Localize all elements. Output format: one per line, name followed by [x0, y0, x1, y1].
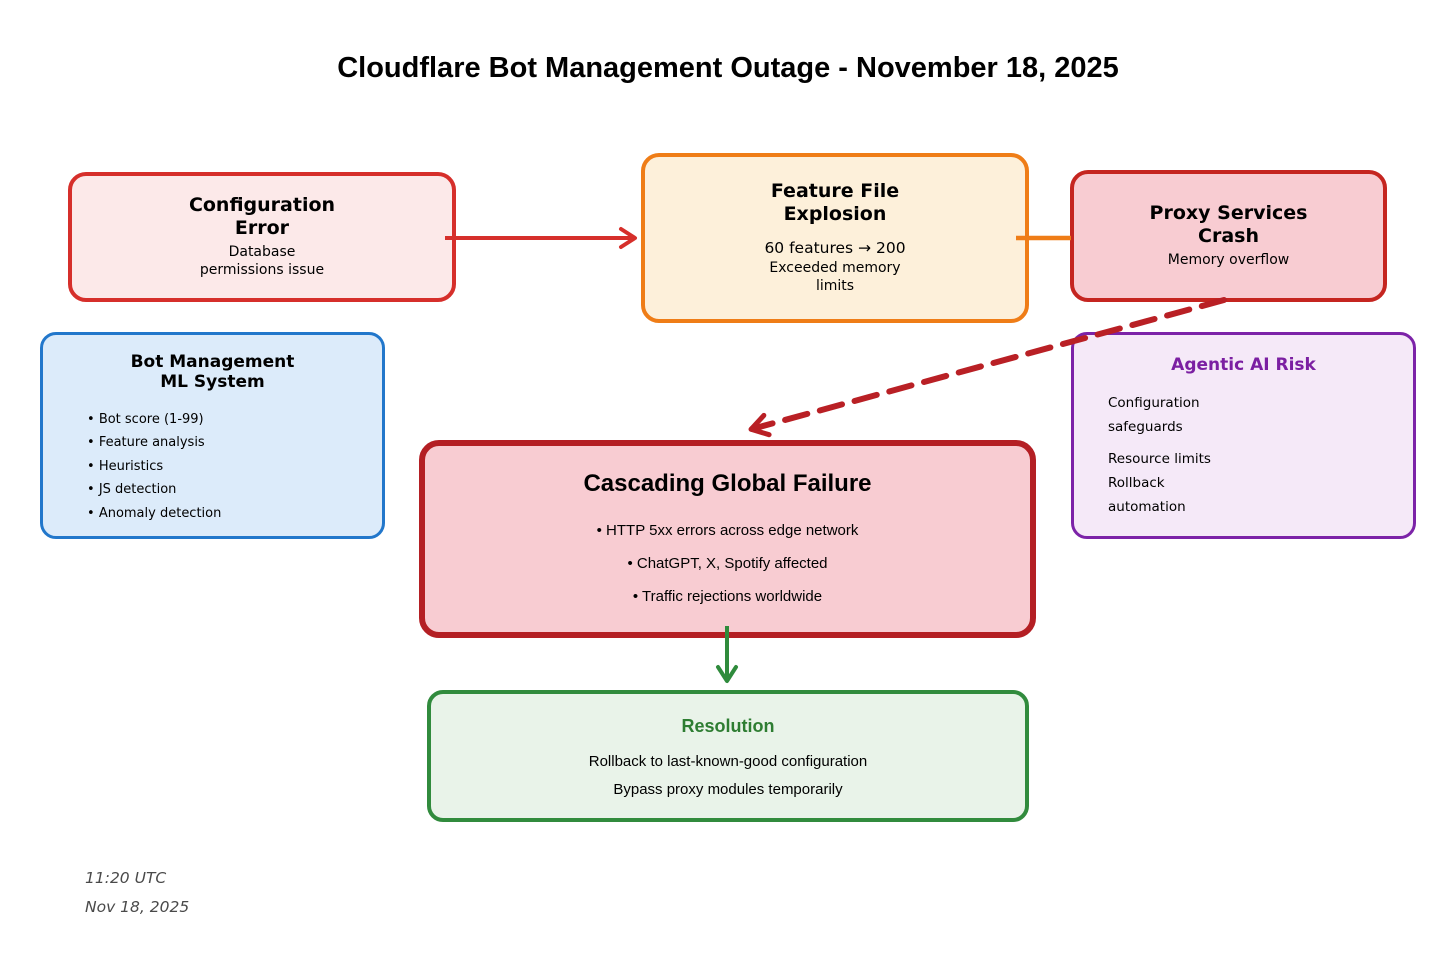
- cascading-failure-box: Cascading Global Failure HTTP 5xx errors…: [419, 440, 1036, 638]
- agentic-ai-lines: Configuration safeguards Resource limits…: [1074, 391, 1413, 519]
- bot-ml-bullet: Bot score (1-99): [87, 408, 382, 432]
- cascading-failure-bullet-list: HTTP 5xx errors across edge network Chat…: [597, 514, 859, 613]
- config-error-body-line2: permissions issue: [199, 262, 325, 279]
- config-error-body-line1: Database: [228, 244, 296, 261]
- proxy-crash-body: Memory overflow: [1167, 252, 1290, 269]
- agentic-ai-paragraph: Resource limits Rollback automation: [1108, 447, 1413, 519]
- timestamp-date: Nov 18, 2025: [85, 898, 190, 916]
- agentic-ai-paragraph: Configuration safeguards: [1108, 391, 1413, 439]
- config-error-body: Database permissions issue: [200, 244, 324, 280]
- config-error-title: Configuration Error: [189, 194, 335, 240]
- timestamp: 11:20 UTC Nov 18, 2025: [85, 864, 189, 922]
- resolution-lines: Rollback to last-known-good configuratio…: [589, 748, 868, 804]
- feature-file-explosion-box: Feature File Explosion 60 features → 200…: [641, 153, 1029, 323]
- page-title: Cloudflare Bot Management Outage - Novem…: [337, 52, 1119, 84]
- cascading-failure-bullet: HTTP 5xx errors across edge network: [597, 514, 858, 547]
- bot-ml-bullet: JS detection: [87, 478, 382, 502]
- agentic-ai-risk-box: Agentic AI Risk Configuration safeguards…: [1071, 332, 1416, 539]
- feature-file-body: Exceeded memory limits: [769, 260, 900, 296]
- resolution-line: Rollback to last-known-good configuratio…: [588, 752, 868, 770]
- proxy-crash-box: Proxy Services Crash Memory overflow: [1070, 170, 1387, 302]
- bot-ml-bullet: Heuristics: [87, 455, 382, 479]
- cascading-failure-bullet: Traffic rejections worldwide: [597, 580, 859, 613]
- agentic-ai-line: automation: [1108, 499, 1186, 516]
- bot-ml-bullet: Anomaly detection: [87, 502, 382, 526]
- cascading-failure-title: Cascading Global Failure: [583, 470, 872, 497]
- feature-file-title-line1: Feature File: [770, 179, 900, 202]
- feature-file-title: Feature File Explosion: [771, 180, 899, 226]
- agentic-ai-title: Agentic AI Risk: [1171, 355, 1316, 375]
- bot-ml-bullet: Feature analysis: [87, 431, 382, 455]
- feature-file-body-line1: Exceeded memory: [769, 260, 901, 277]
- proxy-crash-title-line1: Proxy Services: [1149, 201, 1308, 224]
- agentic-ai-line: Resource limits: [1108, 451, 1211, 468]
- bot-ml-bullet-list: Bot score (1-99) Feature analysis Heuris…: [43, 408, 382, 526]
- config-error-box: Configuration Error Database permissions…: [68, 172, 456, 302]
- bot-ml-title: Bot Management ML System: [131, 352, 295, 393]
- bot-ml-system-box: Bot Management ML System Bot score (1-99…: [40, 332, 385, 539]
- config-error-title-line1: Configuration: [188, 193, 336, 216]
- bot-ml-title-line2: ML System: [160, 372, 265, 393]
- bot-ml-title-line1: Bot Management: [130, 352, 295, 372]
- agentic-ai-line: Rollback: [1108, 475, 1165, 492]
- timestamp-time: 11:20 UTC: [85, 869, 167, 887]
- cascading-failure-bullet: ChatGPT, X, Spotify affected: [597, 547, 859, 580]
- resolution-box: Resolution Rollback to last-known-good c…: [427, 690, 1029, 822]
- feature-file-title-line2: Explosion: [783, 202, 887, 225]
- config-error-title-line2: Error: [234, 216, 290, 239]
- agentic-ai-line: Configuration: [1108, 395, 1200, 412]
- proxy-crash-title: Proxy Services Crash: [1150, 202, 1308, 248]
- feature-count-stat: 60 features → 200: [764, 239, 906, 258]
- feature-file-body-line2: limits: [815, 278, 855, 295]
- resolution-title: Resolution: [681, 716, 775, 736]
- agentic-ai-line: safeguards: [1108, 419, 1183, 436]
- proxy-crash-title-line2: Crash: [1198, 224, 1259, 247]
- resolution-line: Bypass proxy modules temporarily: [613, 780, 843, 798]
